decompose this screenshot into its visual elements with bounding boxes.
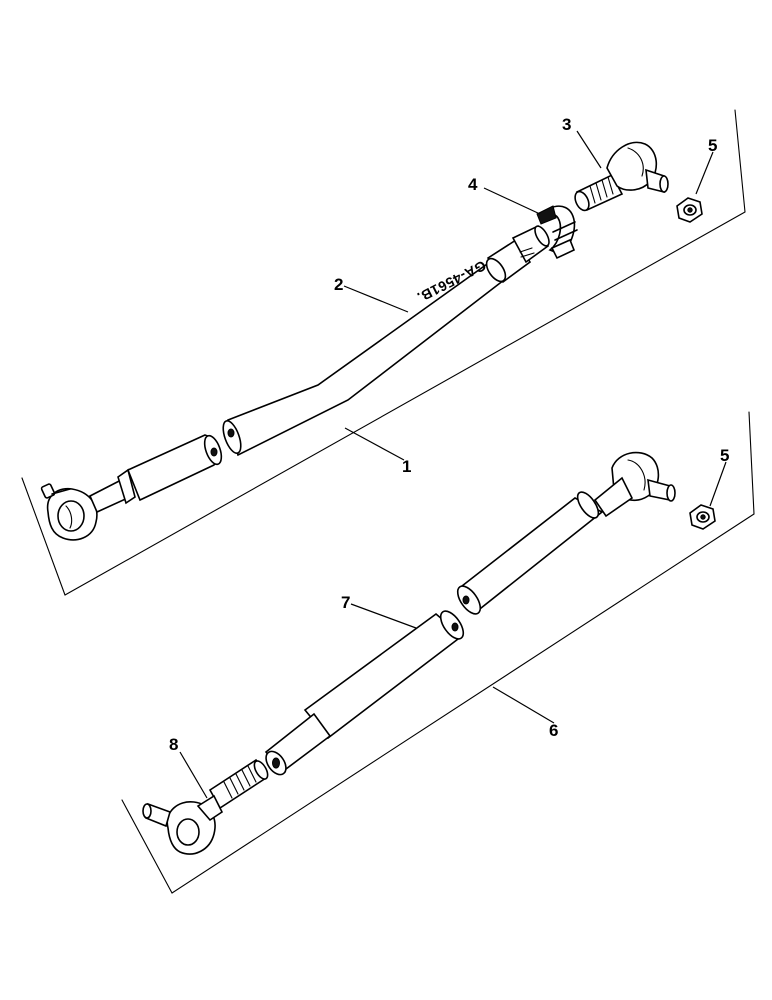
tie-rod-end-part-3: [574, 141, 669, 212]
lower-right-tie-rod-end: [593, 451, 676, 518]
lower-assembly-bracket: [121, 411, 755, 894]
leader-7: [350, 603, 417, 629]
tie-rod-end-part-8: [142, 758, 269, 855]
callout-1: 1: [402, 457, 411, 476]
callout-numbers: 1 2 3 4 5 5 6 7 8: [169, 115, 729, 754]
callout-5-top: 5: [708, 136, 717, 155]
leader-4: [483, 187, 541, 215]
callout-6: 6: [549, 721, 558, 740]
leader-lines: [179, 130, 727, 799]
callout-7: 7: [341, 593, 350, 612]
upper-left-ball-joint: [40, 468, 136, 541]
leader-8: [179, 751, 208, 799]
callout-4: 4: [468, 175, 478, 194]
lower-tube-upper-segment: [456, 491, 604, 615]
callout-3: 3: [562, 115, 571, 134]
leader-2: [343, 285, 409, 313]
leader-3: [576, 130, 602, 169]
nut-part-5-bottom: [689, 504, 716, 530]
callout-2: 2: [334, 275, 343, 294]
leader-5-top: [695, 151, 714, 195]
leader-6: [492, 686, 555, 724]
lower-assembly: [121, 411, 755, 894]
upper-assembly: GA-4561B.: [21, 109, 746, 596]
upper-tube-left-segment: [126, 434, 223, 502]
upper-assembly-bracket: [21, 109, 746, 596]
leader-1: [344, 427, 405, 461]
upper-tube-main-part-2: [222, 224, 550, 457]
lower-tube-part-7: [264, 610, 465, 776]
callout-8: 8: [169, 735, 178, 754]
callout-5-bottom: 5: [720, 446, 729, 465]
clamp-part-4: [536, 205, 578, 260]
leader-5-bottom: [709, 461, 727, 507]
nut-part-5-top: [676, 197, 703, 223]
